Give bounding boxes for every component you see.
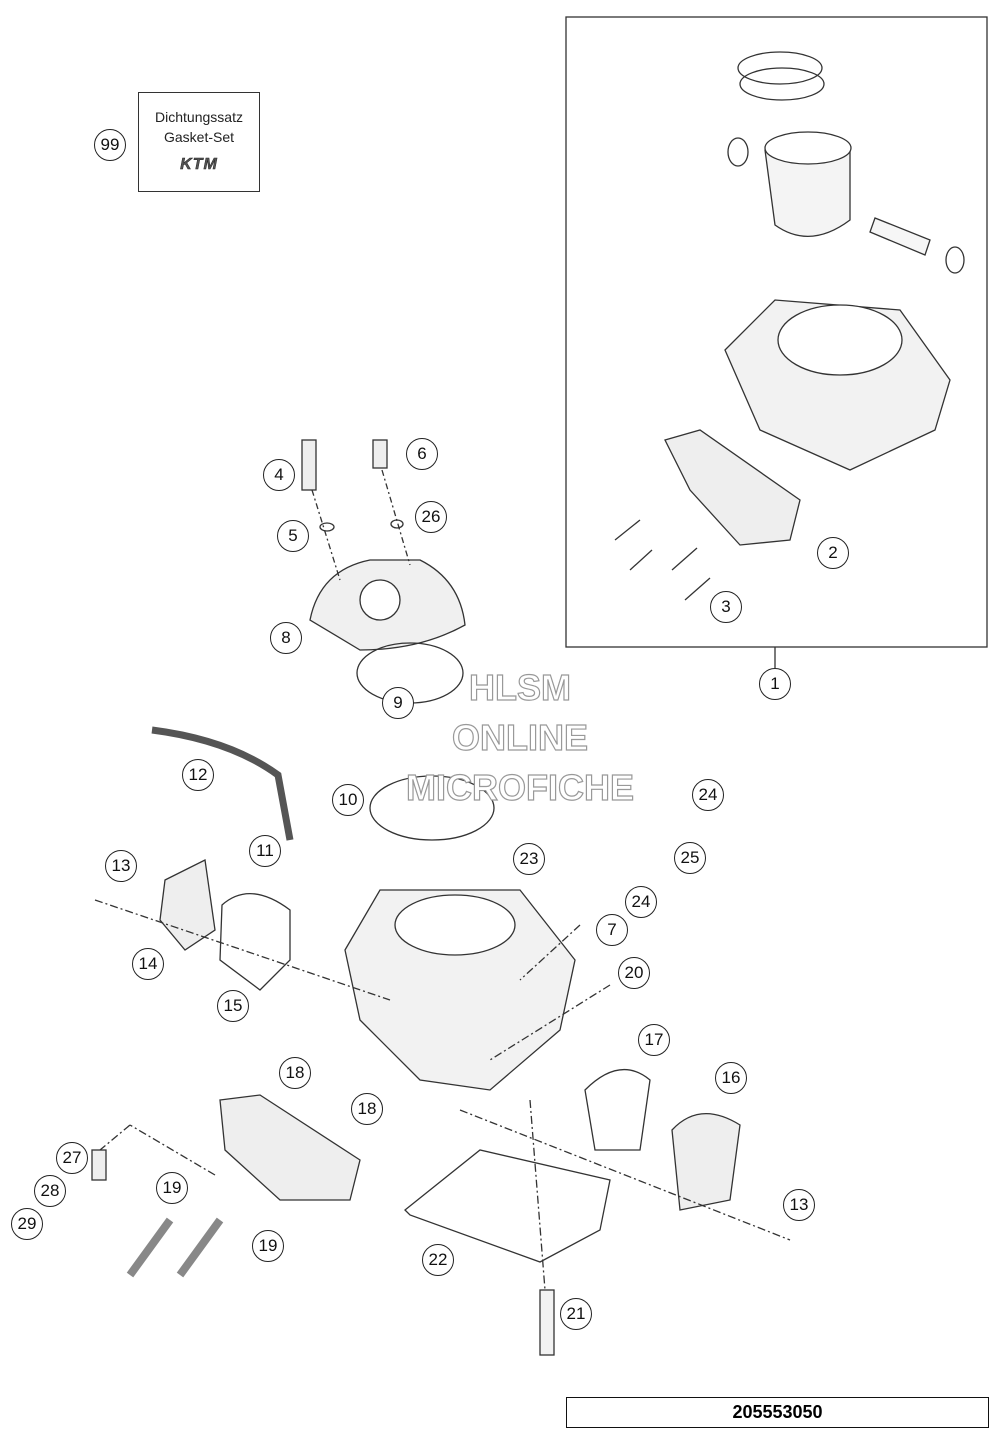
callout-1[interactable]: 1 [759,668,791,700]
callout-15[interactable]: 15 [217,990,249,1022]
cylinder-kit-frame [565,16,988,648]
head-bolt [301,439,317,491]
watermark-line-1: HLSM [468,667,571,708]
callout-3[interactable]: 3 [710,591,742,623]
callout-18[interactable]: 18 [279,1057,311,1089]
callout-99[interactable]: 99 [94,129,126,161]
callout-24[interactable]: 24 [625,886,657,918]
drawing-number: 205553050 [566,1397,989,1428]
callout-19[interactable]: 19 [156,1172,188,1204]
piston-ring [737,51,823,85]
o-ring [369,775,495,841]
callout-14[interactable]: 14 [132,948,164,980]
gasket-set-label-de: Dichtungssatz [155,109,243,125]
callout-9[interactable]: 9 [382,687,414,719]
cover-gasket [219,893,291,991]
base-gasket [404,1149,611,1263]
valve-cover [159,859,216,951]
piston-pin [869,217,931,256]
gasket-set-box: Dichtungssatz Gasket-Set KTM [138,92,260,192]
callout-23[interactable]: 23 [513,843,545,875]
ktm-logo: KTM [180,156,218,174]
callout-13[interactable]: 13 [783,1189,815,1221]
exhaust-flange [219,1094,361,1201]
callout-29[interactable]: 29 [11,1208,43,1240]
cover-gasket [584,1068,651,1151]
callout-8[interactable]: 8 [270,622,302,654]
callout-12[interactable]: 12 [182,759,214,791]
callout-2[interactable]: 2 [817,537,849,569]
callout-13[interactable]: 13 [105,850,137,882]
exhaust-flange [664,429,801,546]
assembly-lines [94,899,791,1291]
piston-ring [739,67,825,101]
callout-18[interactable]: 18 [351,1093,383,1125]
callout-22[interactable]: 22 [422,1244,454,1276]
callout-7[interactable]: 7 [596,914,628,946]
callout-27[interactable]: 27 [56,1142,88,1174]
callout-4[interactable]: 4 [263,459,295,491]
callout-28[interactable]: 28 [34,1175,66,1207]
circlip [945,246,965,274]
gasket-set-label-en: Gasket-Set [163,129,235,145]
callout-10[interactable]: 10 [332,784,364,816]
callout-11[interactable]: 11 [249,835,281,867]
callout-24[interactable]: 24 [692,779,724,811]
watermark-line-2: ONLINE [451,717,588,758]
circlip [727,137,749,167]
callout-6[interactable]: 6 [406,438,438,470]
callout-25[interactable]: 25 [674,842,706,874]
dowel-pin [539,1289,555,1356]
screws [614,519,711,601]
hose [151,726,294,841]
callout-19[interactable]: 19 [252,1230,284,1262]
callout-17[interactable]: 17 [638,1024,670,1056]
callout-26[interactable]: 26 [415,501,447,533]
callout-21[interactable]: 21 [560,1298,592,1330]
valve-cover [671,1113,741,1211]
callout-20[interactable]: 20 [618,957,650,989]
temperature-sensor [372,439,388,469]
callout-16[interactable]: 16 [715,1062,747,1094]
watermark-line-3: MICROFICHE [405,767,634,808]
callout-5[interactable]: 5 [277,520,309,552]
